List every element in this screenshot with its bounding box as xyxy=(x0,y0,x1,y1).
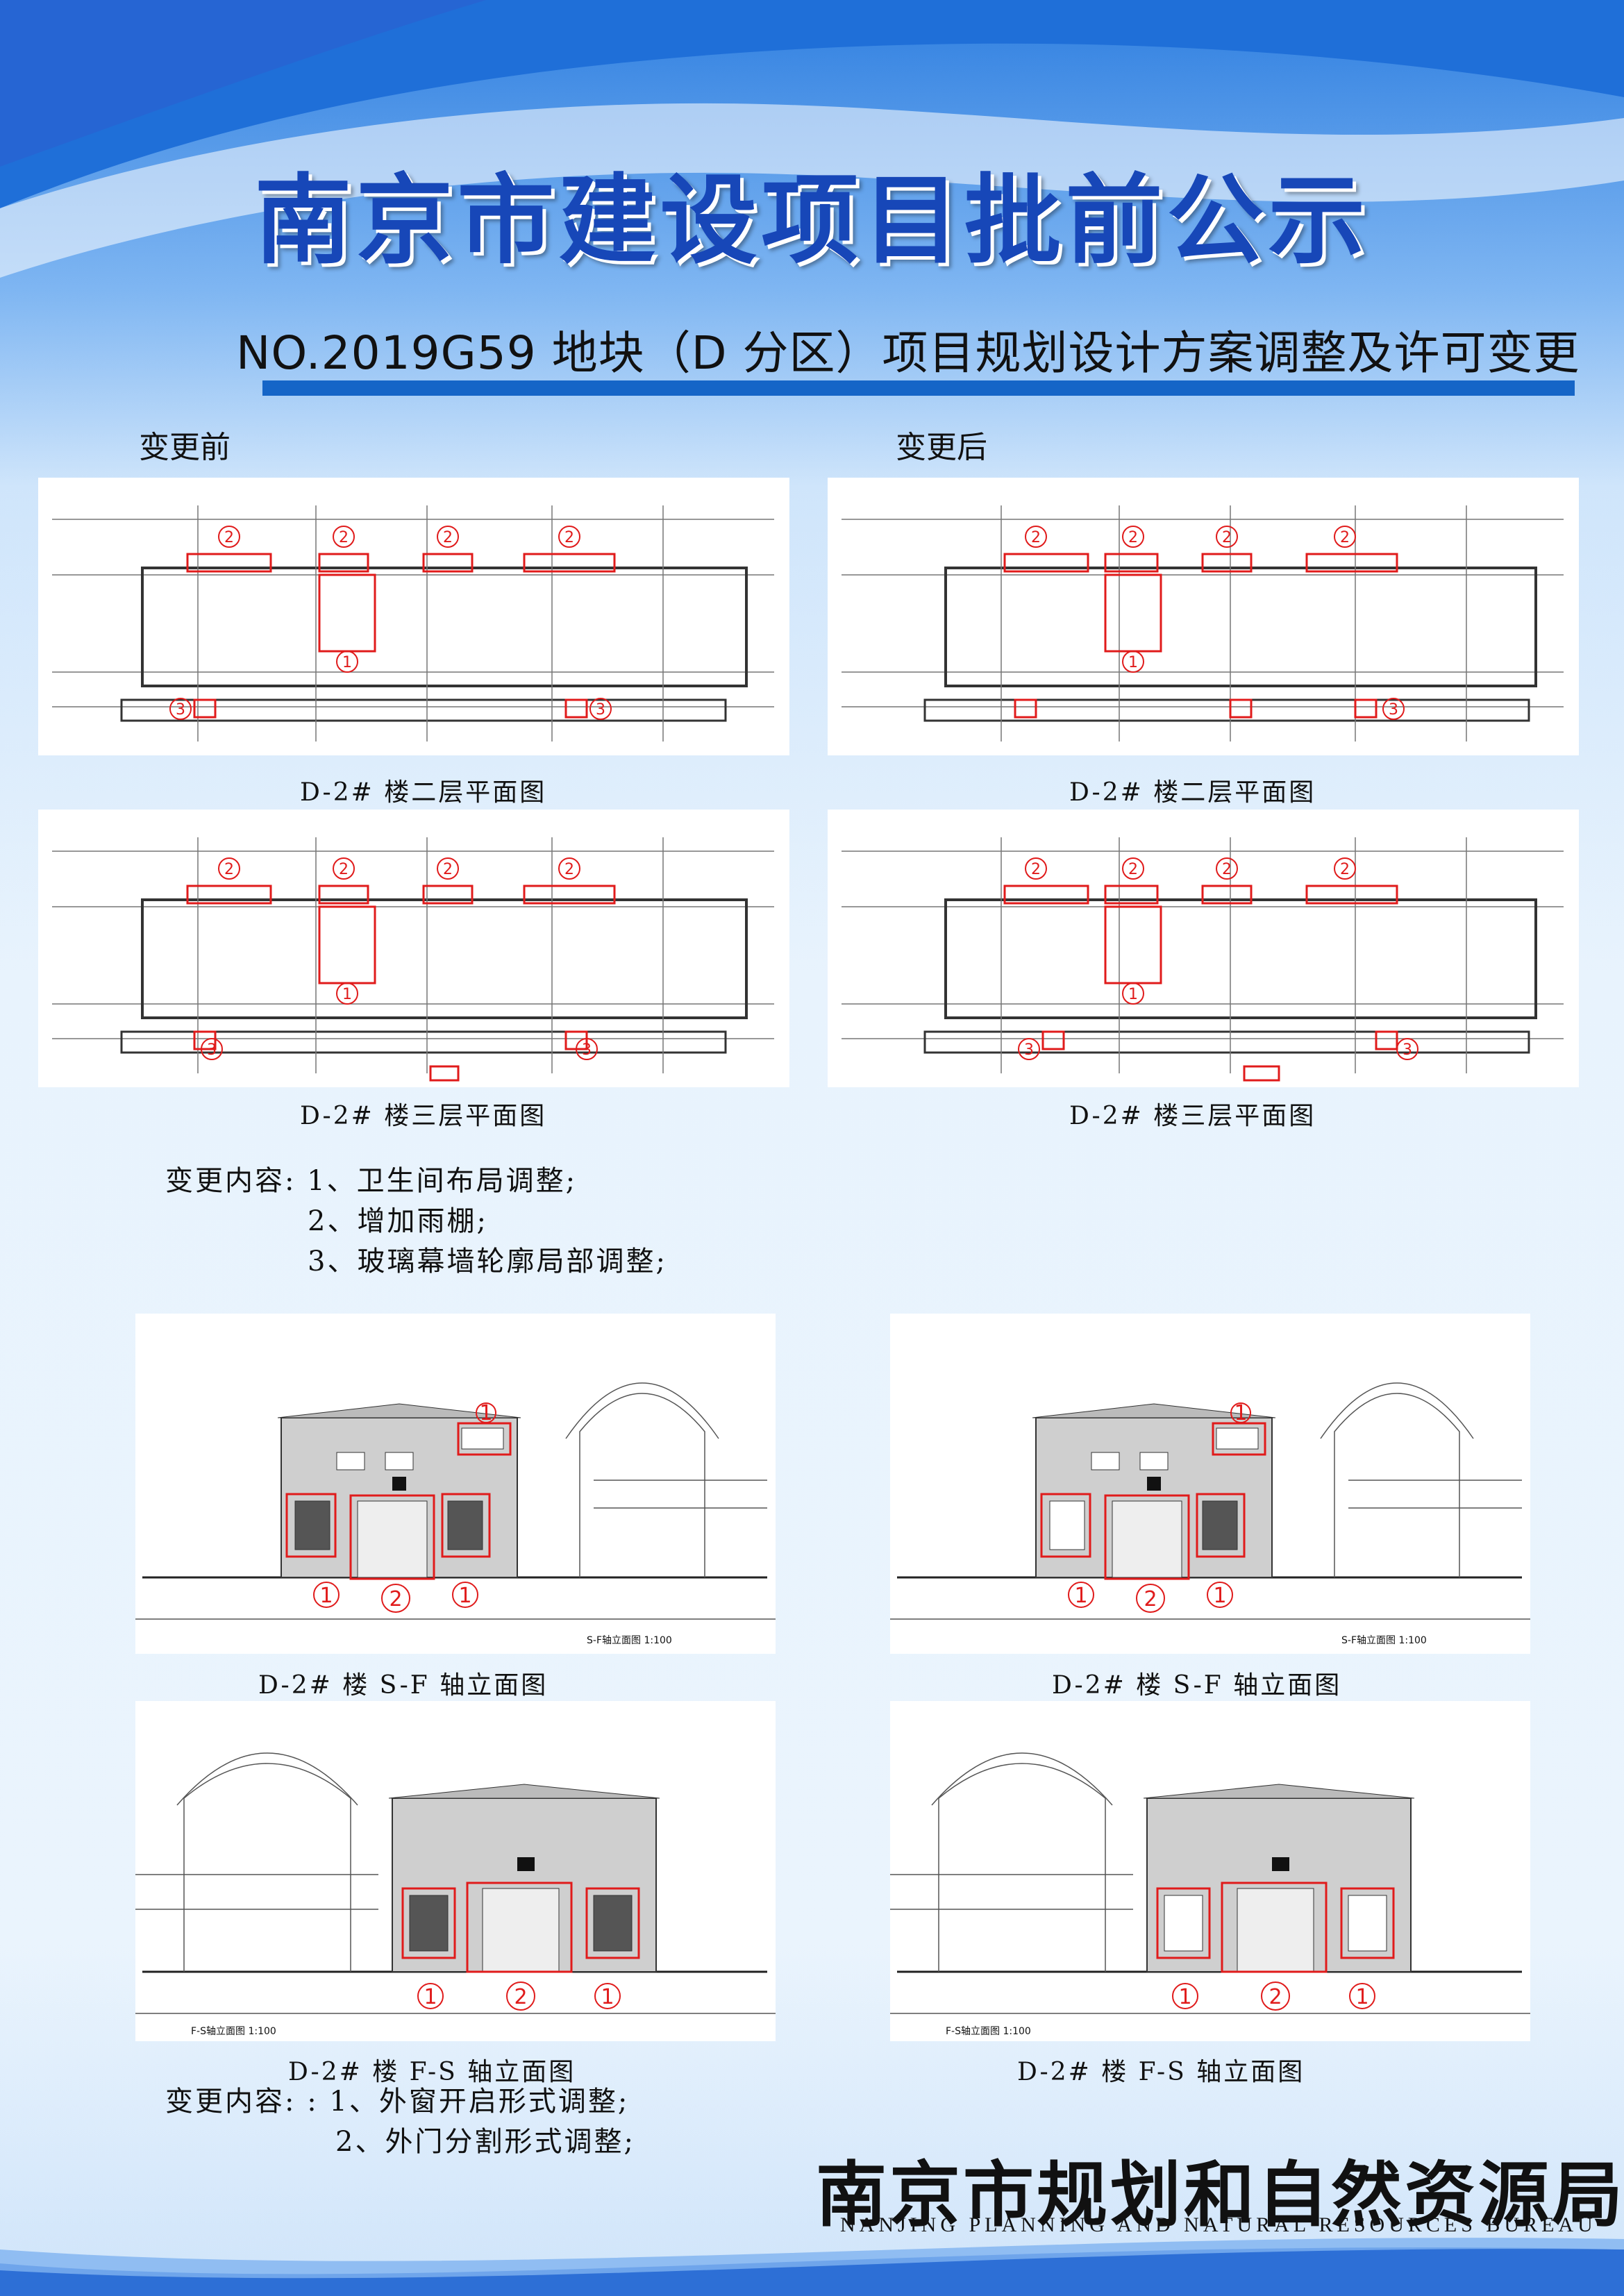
marker-2: 2 xyxy=(339,861,349,878)
caption-floor3-after: D-2# 楼三层平面图 xyxy=(1069,1102,1316,1130)
caption-fs-after: D-2# 楼 F-S 轴立面图 xyxy=(1017,2058,1305,2086)
floor-plan-drawing: 2 2 2 2 1 3 3 xyxy=(52,505,774,741)
note-line: 变更内容: : 1、外窗开启形式调整; xyxy=(165,2086,630,2118)
marker-1: 1 xyxy=(1074,1584,1087,1608)
marker-3: 3 xyxy=(1024,1041,1034,1059)
plan-floor3-before: 2 2 2 2 1 3 3 xyxy=(38,810,789,1087)
marker-1: 1 xyxy=(1178,1985,1191,2009)
marker-2: 2 xyxy=(443,529,453,546)
marker-2: 2 xyxy=(1340,529,1350,546)
marker-1: 1 xyxy=(1234,1401,1247,1425)
plan-floor2-after: 2 2 2 2 1 3 xyxy=(828,478,1579,755)
marker-1: 1 xyxy=(342,986,352,1003)
label-after: 变更后 xyxy=(896,430,987,465)
label-before: 变更前 xyxy=(139,430,231,465)
drawing-title: F-S轴立面图 1:100 xyxy=(191,2026,276,2037)
marker-2: 2 xyxy=(564,861,574,878)
marker-2: 2 xyxy=(514,1985,527,2009)
marker-2: 2 xyxy=(224,529,234,546)
marker-3: 3 xyxy=(582,1041,592,1059)
elevation-fs-after: 1 2 1 F-S轴立面图 1:100 xyxy=(890,1701,1530,2041)
marker-1: 1 xyxy=(601,1985,614,2009)
marker-3: 3 xyxy=(1389,701,1398,719)
marker-2: 2 xyxy=(1340,861,1350,878)
marker-2: 2 xyxy=(1222,529,1232,546)
change-notes-plans: 变更内容: 1、卫生间布局调整; 2、增加雨棚; 3、玻璃幕墙轮廓局部调整; xyxy=(165,1161,667,1282)
elevation-fs-before: 1 2 1 F-S轴立面图 1:100 xyxy=(135,1701,776,2041)
elevation-drawing: 1 2 1 F-S轴立面图 1:100 xyxy=(890,1752,1530,2037)
header-wave-decoration xyxy=(0,0,1624,278)
elevation-drawing: 1 2 1 F-S轴立面图 1:100 xyxy=(135,1752,776,2037)
elevation-drawing: 1 1 2 1 S-F轴立面图 1:100 xyxy=(135,1382,776,1646)
marker-3: 3 xyxy=(1403,1041,1412,1059)
marker-1: 1 xyxy=(342,654,352,671)
floor-plan-drawing: 2 2 2 2 1 3 3 xyxy=(52,837,774,1082)
floor-plan-drawing: 2 2 2 2 1 3 xyxy=(842,505,1564,741)
marker-2: 2 xyxy=(1128,529,1138,546)
marker-2: 2 xyxy=(1031,529,1041,546)
marker-2: 2 xyxy=(339,529,349,546)
caption-sf-before: D-2# 楼 S-F 轴立面图 xyxy=(258,1671,549,1700)
caption-floor2-before: D-2# 楼二层平面图 xyxy=(300,778,547,807)
elevation-sf-after: 1 1 2 1 S-F轴立面图 1:100 xyxy=(890,1314,1530,1654)
note-line: 变更内容: 1、卫生间布局调整; xyxy=(165,1165,578,1197)
marker-2: 2 xyxy=(1269,1985,1282,2009)
marker-2: 2 xyxy=(564,529,574,546)
subtitle-rule xyxy=(262,380,1575,396)
plan-floor3-after: 2 2 2 2 1 3 3 xyxy=(828,810,1579,1087)
marker-1: 1 xyxy=(1213,1584,1226,1608)
marker-1: 1 xyxy=(458,1584,471,1608)
caption-floor2-after: D-2# 楼二层平面图 xyxy=(1069,778,1316,807)
note-line: 2、外门分割形式调整; xyxy=(335,2126,635,2158)
marker-3: 3 xyxy=(207,1041,217,1059)
page-subtitle: NO.2019G59 地块（D 分区）项目规划设计方案调整及许可变更 xyxy=(236,326,1580,380)
marker-1: 1 xyxy=(1128,986,1138,1003)
note-line: 3、玻璃幕墙轮廓局部调整; xyxy=(308,1246,667,1277)
drawing-title: S-F轴立面图 1:100 xyxy=(1341,1635,1427,1646)
marker-2: 2 xyxy=(389,1587,402,1611)
elevation-sf-before: 1 1 2 1 S-F轴立面图 1:100 xyxy=(135,1314,776,1654)
issuer-name-en: NANJING PLANNING AND NATURAL RESOURCES B… xyxy=(840,2213,1597,2236)
marker-3: 3 xyxy=(176,701,185,719)
drawing-title: S-F轴立面图 1:100 xyxy=(587,1635,672,1646)
drawing-title: F-S轴立面图 1:100 xyxy=(946,2026,1031,2037)
elevation-drawing: 1 1 2 1 S-F轴立面图 1:100 xyxy=(890,1382,1530,1646)
issuer-name: 南京市规划和自然资源局 xyxy=(816,2154,1624,2237)
caption-fs-before: D-2# 楼 F-S 轴立面图 xyxy=(288,2058,576,2086)
marker-3: 3 xyxy=(596,701,605,719)
marker-1: 1 xyxy=(1355,1985,1368,2009)
change-notes-elevations: 变更内容: : 1、外窗开启形式调整; 2、外门分割形式调整; xyxy=(165,2081,635,2162)
marker-2: 2 xyxy=(1128,861,1138,878)
marker-2: 2 xyxy=(1222,861,1232,878)
page-title: 南京市建设项目批前公示 xyxy=(254,164,1370,278)
marker-1: 1 xyxy=(479,1401,492,1425)
marker-1: 1 xyxy=(424,1985,437,2009)
caption-floor3-before: D-2# 楼三层平面图 xyxy=(300,1102,547,1130)
caption-sf-after: D-2# 楼 S-F 轴立面图 xyxy=(1052,1671,1342,1700)
marker-2: 2 xyxy=(443,861,453,878)
plan-floor2-before: 2 2 2 2 1 3 3 xyxy=(38,478,789,755)
floor-plan-drawing: 2 2 2 2 1 3 3 xyxy=(842,837,1564,1082)
marker-2: 2 xyxy=(1031,861,1041,878)
marker-1: 1 xyxy=(319,1584,333,1608)
note-line: 2、增加雨棚; xyxy=(308,1205,488,1237)
marker-1: 1 xyxy=(1128,654,1138,671)
footer-wave-decoration xyxy=(0,2238,1624,2296)
marker-2: 2 xyxy=(1144,1587,1157,1611)
marker-2: 2 xyxy=(224,861,234,878)
